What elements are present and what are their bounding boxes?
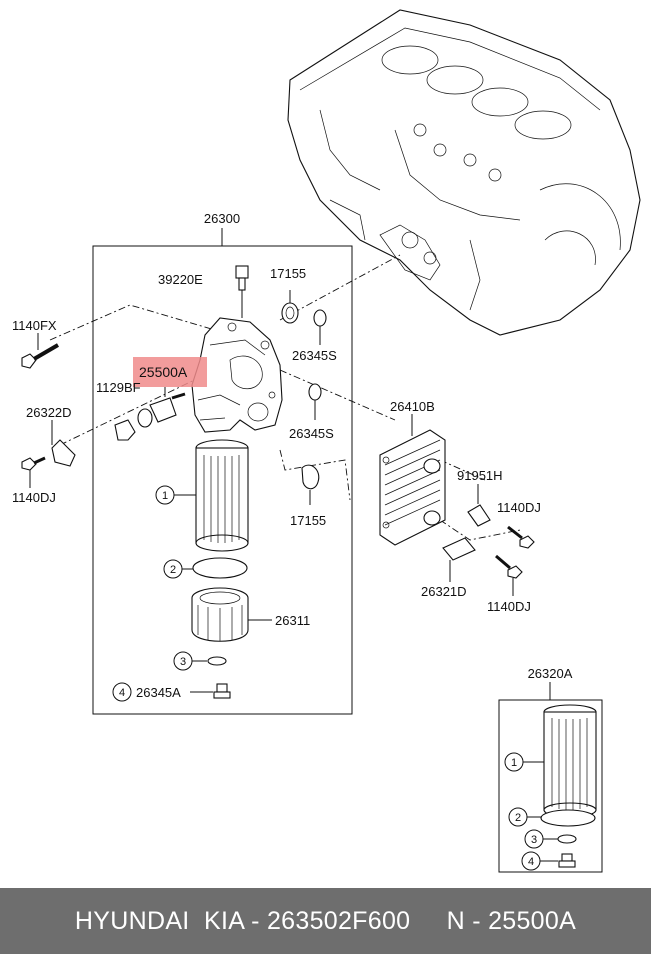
label-plug: 1129BF bbox=[96, 380, 141, 395]
oring-a-part bbox=[313, 309, 327, 327]
label-gasket: 17155 bbox=[290, 513, 326, 528]
label-seal-top: 17155 bbox=[270, 266, 306, 281]
bolt-right-a-part bbox=[507, 525, 535, 549]
filter-element-part bbox=[195, 439, 249, 552]
kit-oring-2-part bbox=[540, 809, 596, 827]
bracket-right-part bbox=[442, 537, 476, 561]
kit-callout-2-text: 2 bbox=[515, 812, 521, 824]
highlight-box bbox=[133, 357, 207, 387]
oring-2-part bbox=[192, 557, 248, 579]
label-cooler: 26410B bbox=[390, 399, 435, 414]
filter-housing bbox=[191, 317, 283, 433]
callout-3-text: 3 bbox=[180, 656, 186, 668]
leader-lines bbox=[49, 254, 521, 541]
cap-part bbox=[191, 587, 249, 642]
label-filter-kit: 26320A bbox=[528, 666, 573, 681]
bolt-right-b-part bbox=[495, 554, 523, 579]
sensor-part bbox=[235, 265, 249, 318]
label-assembly: 26300 bbox=[204, 211, 240, 226]
drain-plug-part bbox=[213, 683, 231, 699]
plug-part bbox=[114, 392, 186, 441]
label-bolt-right-b: 1140DJ bbox=[487, 599, 531, 614]
bolt-left-top-part bbox=[21, 343, 60, 369]
kit-oring-3-part bbox=[557, 834, 577, 844]
callout-1-text: 1 bbox=[162, 490, 168, 502]
gasket-part bbox=[301, 464, 320, 490]
kit-callout-3-text: 3 bbox=[531, 834, 537, 846]
label-oring-a: 26345S bbox=[292, 348, 337, 363]
label-bracket-right: 26321D bbox=[421, 584, 467, 599]
kit-callout-4-text: 4 bbox=[528, 856, 534, 868]
oil-cooler-part bbox=[379, 429, 446, 546]
label-oring-b: 26345S bbox=[289, 426, 334, 441]
kit-drain-plug-part bbox=[558, 853, 576, 868]
clip-part bbox=[467, 504, 491, 527]
callout-2-text: 2 bbox=[170, 564, 176, 576]
oring-b-part bbox=[308, 383, 322, 401]
engine-block bbox=[287, 9, 641, 336]
callout-4-text: 4 bbox=[119, 687, 125, 699]
label-clip: 91951H bbox=[457, 468, 503, 483]
bolt-left-bottom-part bbox=[21, 456, 46, 471]
oring-3-part bbox=[207, 656, 227, 666]
label-bracket-left: 26322D bbox=[26, 405, 72, 420]
label-bolt-left-top: 1140FX bbox=[12, 318, 57, 333]
callout-4 bbox=[112, 682, 132, 702]
seal-top-part bbox=[281, 290, 299, 324]
kit-filter-element-part bbox=[543, 704, 597, 818]
label-bolt-right-a: 1140DJ bbox=[497, 500, 541, 515]
kit-callout-1-text: 1 bbox=[511, 757, 517, 769]
label-drain: 26345A bbox=[136, 685, 181, 700]
label-bolt-left-bottom: 1140DJ bbox=[12, 490, 56, 505]
label-sensor: 39220E bbox=[158, 272, 203, 287]
footer-caption: HYUNDAI KIA - 263502F600 N - 25500A bbox=[0, 888, 651, 954]
bracket-left-part bbox=[51, 439, 76, 467]
label-highlight: 25500A bbox=[139, 364, 188, 380]
label-cap: 26311 bbox=[275, 613, 310, 628]
